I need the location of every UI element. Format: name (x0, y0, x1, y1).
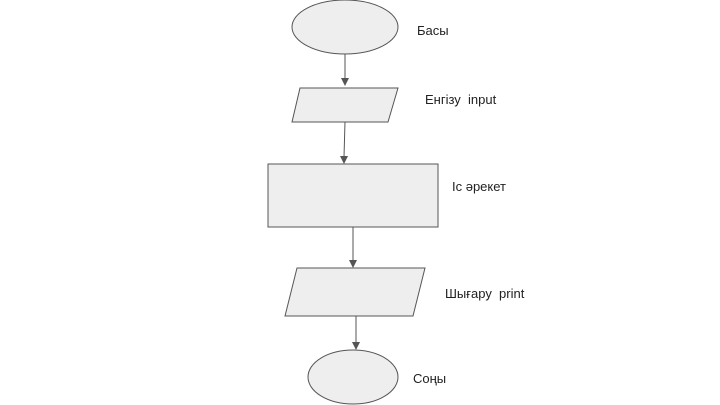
output-label: Шығару print (445, 286, 525, 301)
input-parallelogram (291, 87, 399, 123)
arrow-input-to-process (343, 121, 346, 158)
end-terminator (307, 349, 399, 405)
arrowhead-input-to-process (340, 156, 348, 164)
process-rectangle (267, 163, 439, 228)
start-terminator (291, 0, 399, 55)
arrowhead-output-to-end (352, 342, 360, 350)
arrowhead-process-to-output (349, 260, 357, 268)
output-parallelogram (284, 267, 426, 317)
arrowhead-start-to-input (341, 78, 349, 86)
input-label: Енгізу input (425, 92, 497, 107)
process-label: Іс әрекет (452, 179, 506, 194)
start-label: Басы (417, 23, 449, 38)
end-label: Соңы (413, 371, 447, 386)
